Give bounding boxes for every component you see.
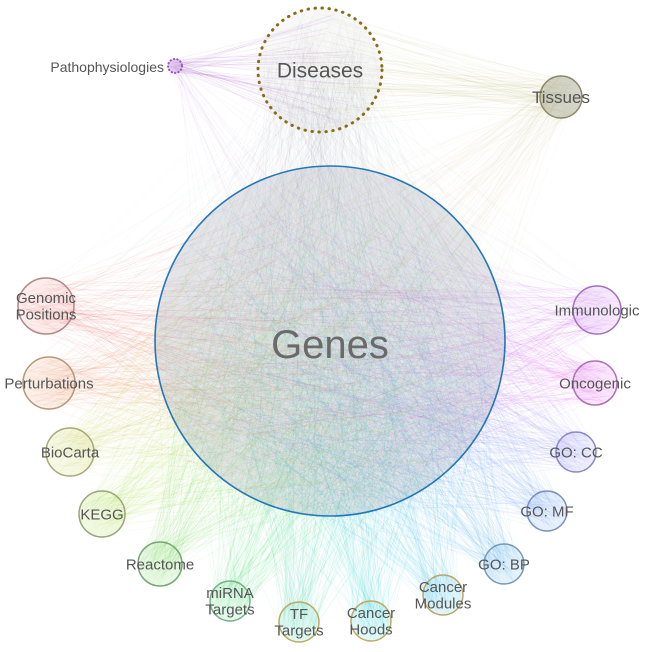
edge-bundle-diseases-to-cancer-modules — [275, 21, 451, 610]
node-label-immunologic: Immunologic — [554, 302, 640, 319]
edge-bundle-pathophysiologies-to-genes — [169, 59, 467, 490]
node-go-cc[interactable] — [555, 431, 597, 473]
node-reactome[interactable] — [137, 541, 183, 587]
edge-bundle-pathophysiologies-to-diseases — [168, 14, 370, 127]
edge-bundle-diseases-to-reactome — [140, 21, 364, 574]
node-label-go-bp: GO: BP — [478, 556, 530, 573]
edge-bundle-biocarta-to-genes — [47, 169, 494, 505]
node-go-mf[interactable] — [526, 490, 568, 532]
node-label-biocarta: BioCarta — [41, 444, 100, 461]
node-label-reactome: Reactome — [126, 556, 194, 573]
node-label-oncogenic: Oncogenic — [559, 375, 631, 392]
edge-bundle-cancer-hoods-to-genes — [158, 174, 506, 641]
node-tissues[interactable] — [539, 75, 583, 119]
node-label-go-mf: GO: MF — [520, 503, 573, 520]
node-go-bp[interactable] — [483, 543, 525, 585]
edge-bundle-tissues-to-diseases — [261, 10, 578, 129]
node-tf-targets[interactable] — [278, 601, 320, 643]
node-cancer-hoods[interactable] — [350, 600, 392, 642]
edge-bundle-immunologic-to-genes — [160, 171, 619, 493]
edge-bundle-go-cc-to-genes — [157, 169, 595, 507]
node-mirna-targets[interactable] — [209, 580, 251, 622]
edge-bundle-diseases-to-genes — [164, 10, 502, 517]
node-label-go-cc: GO: CC — [549, 444, 603, 461]
edge-bundle-tf-targets-to-genes — [174, 172, 501, 642]
edge-bundle-diseases-to-immunologic — [286, 40, 614, 331]
edge-bundle-genomic-positions-to-genes — [20, 168, 501, 507]
edge-bundle-mirna-targets-to-genes — [158, 174, 500, 620]
edge-bundle-reactome-to-genes — [138, 169, 480, 586]
edge-bundle-diseases-to-biocarta — [45, 30, 367, 476]
node-label-pathophysiologies: Pathophysiologies — [50, 59, 164, 75]
edge-bundle-perturbations-to-genes — [24, 178, 490, 499]
node-oncogenic[interactable] — [572, 360, 618, 406]
node-kegg[interactable] — [78, 490, 126, 538]
edge-bundle-oncogenic-to-genes — [184, 177, 616, 509]
edge-bundle-diseases-to-cancer-hoods — [280, 50, 385, 637]
node-label-perturbations: Perturbations — [4, 375, 93, 392]
node-biocarta[interactable] — [45, 427, 95, 477]
node-genes[interactable] — [154, 165, 506, 517]
node-label-genes: Genes — [271, 323, 389, 367]
node-pathophysiologies[interactable] — [167, 58, 183, 74]
node-label-diseases: Diseases — [277, 59, 363, 82]
edge-bundle-diseases-to-mirna-targets — [214, 12, 347, 618]
node-genomic-positions[interactable] — [17, 277, 75, 335]
edge-bundle-go-bp-to-genes — [155, 173, 523, 582]
edge-bundle-diseases-to-oncogenic — [274, 32, 616, 403]
edge-bundle-diseases-to-kegg — [83, 41, 377, 533]
node-diseases[interactable] — [256, 6, 384, 134]
node-label-tissues: Tissues — [532, 88, 590, 107]
edge-bundle-diseases-to-genomic-positions — [39, 61, 378, 321]
edge-bundle-diseases-to-go-mf — [264, 52, 565, 530]
edge-bundle-diseases-to-perturbations — [31, 36, 360, 409]
edge-bundle-go-mf-to-genes — [163, 178, 566, 530]
node-immunologic[interactable] — [572, 285, 622, 335]
edge-bundle-diseases-to-go-bp — [280, 16, 516, 578]
node-perturbations[interactable] — [22, 356, 76, 410]
node-cancer-modules[interactable] — [422, 574, 464, 616]
edge-bundle-tissues-to-genes — [182, 76, 581, 488]
node-label-kegg: KEGG — [80, 506, 123, 523]
